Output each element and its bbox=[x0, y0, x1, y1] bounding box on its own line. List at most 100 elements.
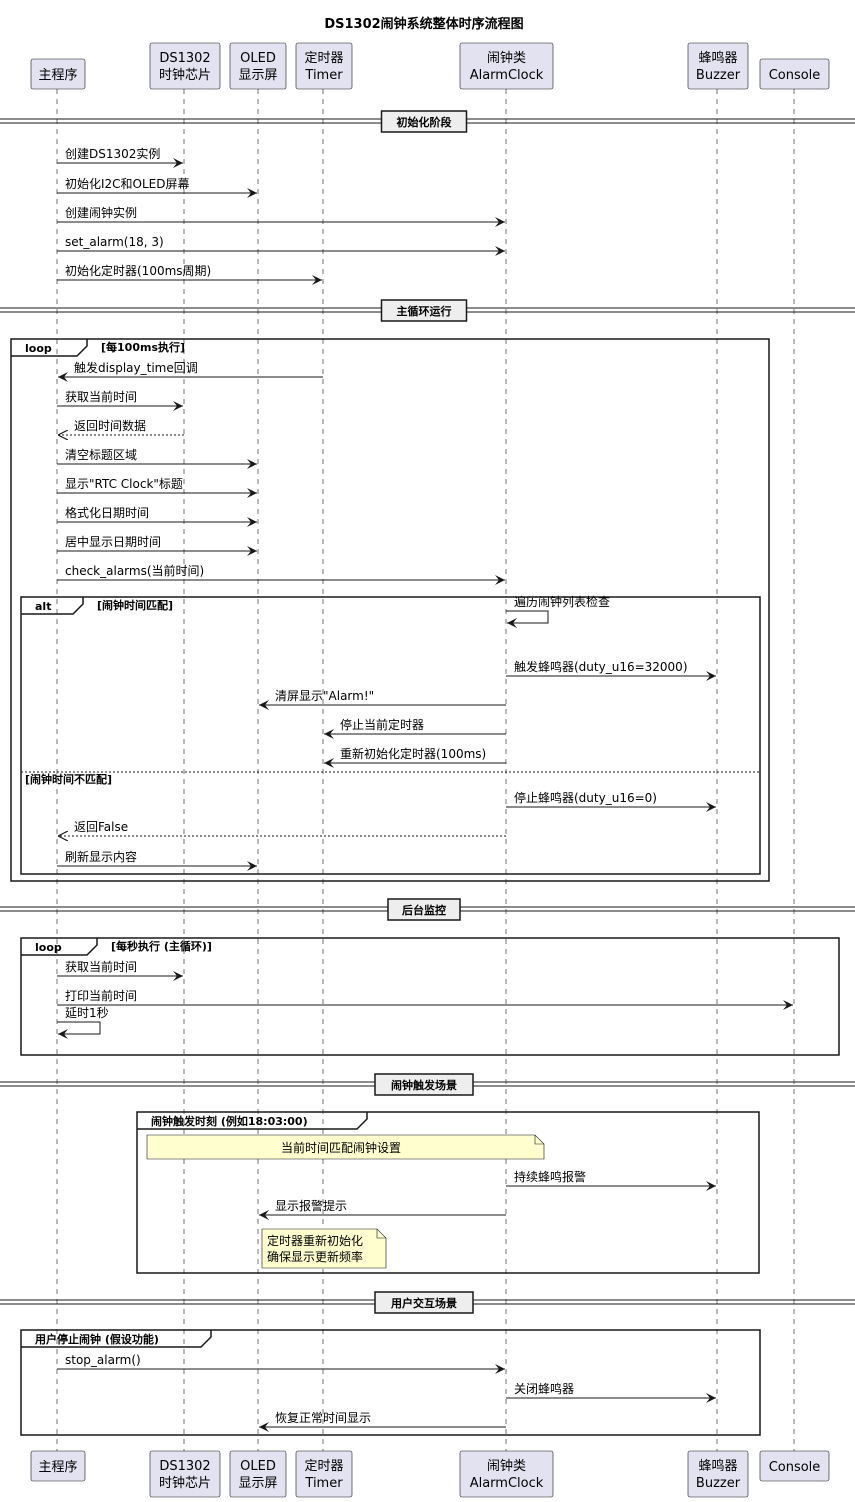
participant-box bbox=[759, 58, 830, 90]
fragment-frame bbox=[20, 937, 840, 1056]
participant-label: OLED bbox=[240, 51, 276, 66]
note-text: 定时器重新初始化 bbox=[267, 1233, 363, 1248]
divider-label: 用户交互场景 bbox=[391, 1296, 457, 1310]
message-label: 打印当前时间 bbox=[65, 988, 137, 1003]
note: 当前时间匹配闹钟设置 bbox=[146, 1134, 545, 1160]
message-label: 返回时间数据 bbox=[74, 418, 146, 433]
participant-alarm-top: 闹钟类 AlarmClock bbox=[459, 42, 554, 90]
participant-label: Console bbox=[769, 1460, 821, 1475]
message-label: 初始化定时器(100ms周期) bbox=[65, 263, 211, 278]
message-arrow: 重新初始化定时器(100ms) bbox=[324, 746, 506, 768]
participant-label: Timer bbox=[304, 1476, 343, 1491]
participant-label: OLED bbox=[240, 1459, 276, 1474]
participant-alarm-bottom: 闹钟类 AlarmClock bbox=[459, 1450, 554, 1498]
fragment-condition: [闹钟时间匹配] bbox=[97, 598, 173, 612]
participant-box bbox=[149, 42, 221, 90]
participant-label: Buzzer bbox=[696, 68, 741, 83]
message-arrow: 初始化定时器(100ms周期) bbox=[57, 263, 322, 285]
message-arrow: 刷新显示内容 bbox=[57, 849, 257, 871]
participant-label: AlarmClock bbox=[470, 68, 544, 83]
message-arrow: check_alarms(当前时间) bbox=[57, 563, 505, 585]
fragment-group: 闹钟触发时刻 (例如18:03:00) bbox=[136, 1111, 760, 1274]
message-label: 显示"RTC Clock"标题 bbox=[65, 477, 183, 491]
message-label: 居中显示日期时间 bbox=[65, 534, 161, 549]
diagram-title: DS1302闹钟系统整体时序流程图 bbox=[324, 16, 523, 32]
message-arrow: 关闭蜂鸣器 bbox=[506, 1381, 716, 1403]
message-arrow: 触发蜂鸣器(duty_u16=32000) bbox=[506, 659, 716, 681]
message-label: set_alarm(18, 3) bbox=[65, 235, 164, 249]
message-label: stop_alarm() bbox=[65, 1353, 141, 1367]
participant-label: AlarmClock bbox=[470, 1476, 544, 1491]
participant-box bbox=[459, 1450, 554, 1498]
message-arrow: 打印当前时间 bbox=[57, 988, 793, 1010]
message-label: 格式化日期时间 bbox=[65, 505, 149, 520]
participant-label: 显示屏 bbox=[238, 1476, 277, 1491]
message-arrow: stop_alarm() bbox=[57, 1353, 505, 1374]
participant-console-top: Console bbox=[759, 58, 830, 90]
note-text: 当前时间匹配闹钟设置 bbox=[281, 1140, 401, 1155]
note-fold bbox=[376, 1229, 386, 1239]
message-label: 关闭蜂鸣器 bbox=[514, 1381, 574, 1396]
participant-label: 闹钟类 bbox=[487, 50, 526, 66]
participant-label: 时钟芯片 bbox=[159, 1475, 211, 1491]
fragment-frame bbox=[136, 1111, 760, 1274]
message-arrow: 创建闹钟实例 bbox=[57, 205, 505, 227]
message-arrow: 格式化日期时间 bbox=[57, 505, 257, 527]
message-label: 初始化I2C和OLED屏幕 bbox=[65, 177, 190, 191]
participant-label: 蜂鸣器 bbox=[698, 50, 737, 66]
message-arrow: 显示报警提示 bbox=[259, 1198, 506, 1220]
fragment-tab bbox=[21, 1330, 212, 1348]
message-label: 延时1秒 bbox=[65, 1006, 109, 1020]
divider-box bbox=[374, 1291, 474, 1314]
section-divider: 初始化阶段 bbox=[0, 110, 855, 133]
fragment-tab bbox=[11, 339, 88, 357]
participant-label: DS1302 bbox=[159, 1459, 210, 1474]
participant-box bbox=[759, 1450, 830, 1482]
message-label: 停止当前定时器 bbox=[340, 717, 424, 732]
message-label: 创建DS1302实例 bbox=[65, 146, 160, 161]
participant-timer-bottom: 定时器 Timer bbox=[295, 1450, 353, 1498]
fragment-group: 用户停止闹钟 (假设功能) bbox=[20, 1329, 761, 1436]
message-label: 显示报警提示 bbox=[275, 1198, 347, 1213]
message-arrow: 清屏显示"Alarm!" bbox=[259, 689, 506, 710]
fragment-frame bbox=[20, 1329, 761, 1436]
fragment-tab bbox=[21, 597, 84, 615]
message-line bbox=[506, 610, 549, 628]
message-label: 持续蜂鸣报警 bbox=[514, 1169, 586, 1184]
participant-box bbox=[295, 1450, 353, 1498]
divider-label: 后台监控 bbox=[402, 903, 446, 917]
fragment-condition: [每秒执行 (主循环)] bbox=[111, 939, 212, 953]
message-arrow: 清空标题区域 bbox=[57, 448, 257, 469]
divider-box bbox=[387, 898, 461, 921]
participant-label: 时钟芯片 bbox=[159, 67, 211, 83]
message-label: check_alarms(当前时间) bbox=[65, 563, 204, 578]
participant-label: 显示屏 bbox=[238, 68, 277, 83]
divider-label: 初始化阶段 bbox=[397, 115, 452, 129]
message-arrow: 遍历闹钟列表检查 bbox=[506, 594, 610, 628]
message-label: 触发display_time回调 bbox=[74, 360, 198, 375]
participant-oled-bottom: OLED 显示屏 bbox=[229, 1450, 287, 1498]
fragment-condition: [每100ms执行] bbox=[101, 340, 185, 354]
message-label: 获取当前时间 bbox=[65, 389, 137, 404]
participant-main-bottom: 主程序 bbox=[30, 1450, 86, 1482]
participant-label: Buzzer bbox=[696, 1476, 741, 1491]
message-arrow: 触发display_time回调 bbox=[58, 360, 323, 382]
participant-label: 定时器 bbox=[304, 1459, 343, 1474]
message-arrow: 停止当前定时器 bbox=[324, 717, 506, 739]
fragment-keyword: 用户停止闹钟 (假设功能) bbox=[35, 1332, 159, 1346]
message-arrow: 恢复正常时间显示 bbox=[259, 1411, 506, 1432]
message-label: 清空标题区域 bbox=[65, 448, 137, 462]
message-arrow: 获取当前时间 bbox=[57, 389, 183, 411]
participant-label: 闹钟类 bbox=[487, 1458, 526, 1474]
message-line bbox=[57, 1021, 101, 1039]
message-arrow: set_alarm(18, 3) bbox=[57, 235, 505, 256]
participant-label: 主程序 bbox=[38, 68, 77, 83]
participant-label: DS1302 bbox=[159, 51, 210, 66]
message-label: 创建闹钟实例 bbox=[65, 205, 137, 220]
fragment-loop: loop[每100ms执行] bbox=[10, 338, 770, 882]
